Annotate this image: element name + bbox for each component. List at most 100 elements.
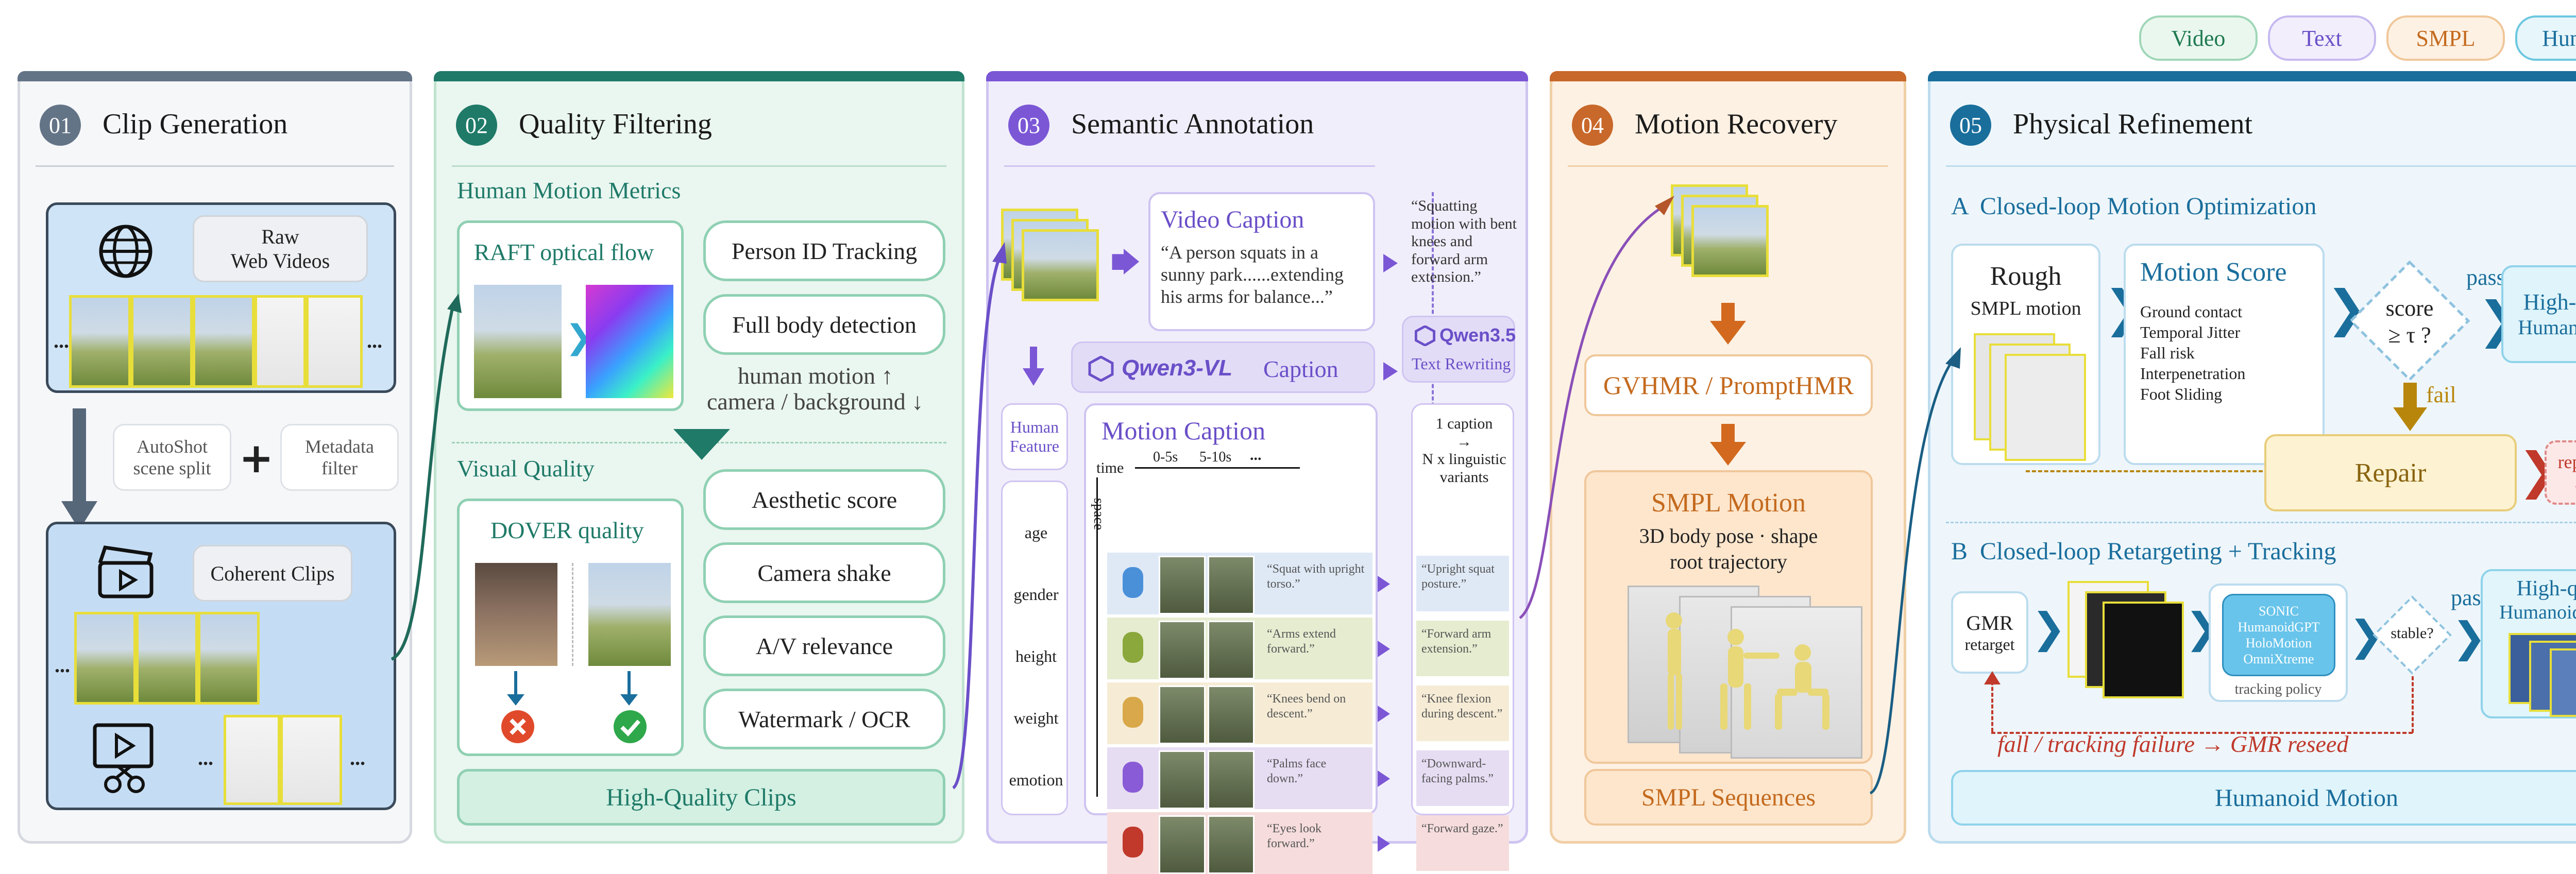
feature-item: weight bbox=[1013, 709, 1059, 727]
section-a-title: A Closed-loop Motion Optimization bbox=[1951, 193, 2317, 220]
high-quality-frame bbox=[588, 563, 671, 666]
autoshot-box: AutoShot scene split bbox=[113, 424, 231, 491]
arrow-right-icon bbox=[1378, 576, 1390, 592]
panel-title: Clip Generation bbox=[103, 108, 288, 140]
body-part-icon bbox=[1123, 827, 1143, 858]
body-part-frame bbox=[1208, 556, 1255, 614]
metadata-filter-box: Metadata filter bbox=[280, 424, 399, 491]
rough-motion-box: Rough SMPL motion bbox=[1951, 244, 2100, 465]
section-b-title: B Closed-loop Retargeting + Tracking bbox=[1951, 538, 2336, 565]
person-id-tracking: Person ID Tracking bbox=[703, 220, 945, 281]
step-number: 05 bbox=[1950, 105, 1991, 146]
body-part-frame bbox=[1159, 556, 1206, 614]
camera-background-note: camera / background ↓ bbox=[707, 388, 924, 415]
globe-icon bbox=[99, 225, 152, 278]
step-number: 02 bbox=[456, 105, 497, 146]
section-heading: Visual Quality bbox=[457, 455, 595, 482]
camera-shake: Camera shake bbox=[703, 542, 945, 603]
body-part-icon bbox=[1123, 762, 1143, 793]
dover-label: DOVER quality bbox=[490, 517, 644, 543]
clip-frame bbox=[280, 715, 342, 805]
clip-frame bbox=[198, 612, 260, 705]
raw-videos-box: Raw Web Videos ... ... bbox=[46, 202, 396, 393]
rewrite-text: “Forward arm extension.” bbox=[1421, 627, 1492, 656]
arrow-right-icon bbox=[1378, 706, 1390, 722]
smpl-motion-title: SMPL Motion bbox=[1651, 488, 1806, 518]
aesthetic-score: Aesthetic score bbox=[703, 469, 945, 530]
full-body-detection: Full body detection bbox=[703, 294, 945, 355]
score-item: Foot Sliding bbox=[2140, 385, 2223, 403]
body-part-frame bbox=[1159, 815, 1206, 874]
video-caption-title: Video Caption bbox=[1161, 206, 1304, 233]
ellipsis-left: ... bbox=[198, 746, 213, 769]
rewrite-item bbox=[1416, 556, 1509, 611]
gmr-retarget-box: GMR retarget bbox=[1951, 591, 2028, 674]
repair-box: Repair bbox=[2264, 434, 2517, 511]
panel-quality-filtering: 02 Quality Filtering Human Motion Metric… bbox=[434, 71, 964, 844]
arrow-right-icon bbox=[1378, 770, 1390, 787]
dover-box: DOVER quality bbox=[457, 499, 684, 756]
frame-image bbox=[474, 285, 562, 398]
body-part-caption: “Knees bend on descent.” bbox=[1267, 692, 1346, 721]
panel-physical-refinement: 05 Physical Refinement A Closed-loop Mot… bbox=[1928, 71, 2576, 844]
caption-label: Caption bbox=[1263, 356, 1338, 382]
panel-semantic-annotation: 03 Semantic Annotation ■ Video Caption “… bbox=[986, 71, 1528, 874]
qwen-vl-label: Qwen3-VL bbox=[1122, 355, 1233, 381]
watermark-ocr: Watermark / OCR bbox=[703, 689, 945, 749]
legend-smpl: SMPL bbox=[2386, 15, 2505, 61]
body-part-frame bbox=[1208, 686, 1255, 744]
decision-diamond bbox=[2349, 260, 2470, 382]
clip-frame bbox=[224, 715, 280, 805]
qwen-logo-icon bbox=[1088, 356, 1114, 382]
optical-flow-image bbox=[586, 285, 673, 398]
video-frame bbox=[69, 295, 131, 388]
video-stack-frame bbox=[1691, 205, 1769, 277]
ellipsis-left: ... bbox=[55, 654, 70, 677]
step-number: 03 bbox=[1008, 105, 1049, 146]
body-part-frame bbox=[1159, 686, 1206, 744]
fall-failure-text: fall / tracking failure → GMR reseed bbox=[1997, 731, 2349, 757]
video-stack-frame bbox=[1022, 229, 1099, 301]
qwen-logo-icon bbox=[1415, 325, 1435, 346]
body-part-caption: “Squat with upright torso.” bbox=[1267, 562, 1365, 591]
rewrite-top-text: “Squatting motion with bent knees and fo… bbox=[1411, 197, 1517, 285]
reject-icon bbox=[501, 710, 534, 743]
motion-score-box: Motion Score Ground contact Temporal Jit… bbox=[2124, 244, 2325, 465]
body-part-caption: “Palms face down.” bbox=[1267, 757, 1327, 785]
score-item: Temporal Jitter bbox=[2140, 323, 2241, 341]
rewrite-item bbox=[1416, 621, 1509, 676]
smpl-sequences: SMPL Sequences bbox=[1584, 769, 1873, 826]
body-part-caption: “Eyes look forward.” bbox=[1267, 822, 1321, 850]
rewrite-text: “Downward-facing palms.” bbox=[1421, 757, 1494, 785]
humanoid-motion-bar: Humanoid Motion bbox=[1951, 770, 2576, 826]
panel-title: Motion Recovery bbox=[1635, 108, 1838, 140]
legend-text: Text bbox=[2268, 15, 2376, 61]
panel-clip-generation: 01 Clip Generation Raw Web Videos ... ..… bbox=[18, 71, 412, 844]
body-part-frame bbox=[1208, 621, 1255, 679]
av-relevance: A/V relevance bbox=[703, 615, 945, 676]
arrow-head-icon bbox=[61, 501, 97, 530]
coherent-clips-box: Coherent Clips ... ... ... bbox=[46, 522, 396, 810]
humanoid-frame bbox=[2550, 648, 2576, 717]
score-item: Ground contact bbox=[2140, 302, 2243, 321]
feature-item: height bbox=[1015, 647, 1057, 665]
video-frame bbox=[193, 295, 255, 388]
video-frame bbox=[255, 295, 306, 388]
clip-frame bbox=[74, 612, 136, 705]
video-frame bbox=[131, 295, 193, 388]
low-quality-frame bbox=[475, 563, 557, 666]
smpl-body-icon bbox=[1666, 612, 1829, 730]
space-axis-label: space bbox=[1091, 498, 1107, 530]
smpl-motion-box: SMPL Motion 3D body pose · shape root tr… bbox=[1584, 470, 1873, 764]
robot-frame bbox=[2103, 602, 2184, 698]
chevron-right-icon: ❯ bbox=[2031, 604, 2066, 652]
video-caption-box: Video Caption “A person squats in a sunn… bbox=[1148, 192, 1375, 331]
human-motion-note: human motion ↑ bbox=[738, 363, 893, 389]
hq-humanoid-box: High-quality Humanoid Motion bbox=[2481, 569, 2576, 718]
ellipsis-left: ... bbox=[54, 329, 69, 352]
video-frame bbox=[306, 295, 363, 388]
arrow-right-icon bbox=[1378, 641, 1390, 657]
step-number: 04 bbox=[1572, 105, 1613, 146]
feature-item: age bbox=[1024, 523, 1048, 542]
body-part-icon bbox=[1123, 632, 1143, 663]
